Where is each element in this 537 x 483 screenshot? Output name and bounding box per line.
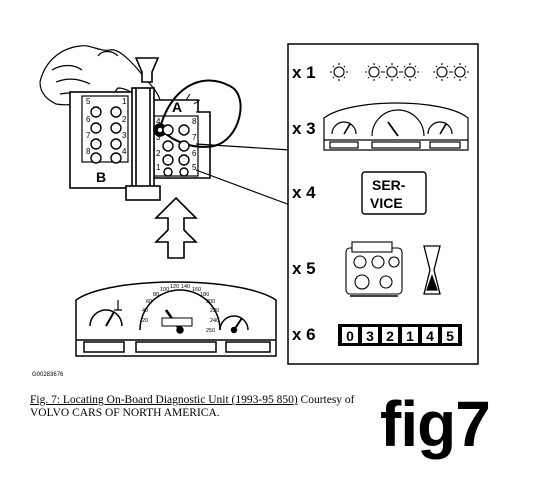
module-label-b: B [96,169,106,185]
fuel-gauge [89,309,123,327]
row-labels: x 1 x 3 x 4 x 5 x 6 [292,63,316,344]
odometer [338,324,462,346]
pin-number: 1 [122,97,127,106]
service-text-line2: VICE [370,195,403,211]
pin-number: 3 [122,131,127,140]
speed-tick: 180 [200,292,209,298]
pin-number: 5 [86,97,91,106]
row-label-x5: x 5 [292,259,316,278]
bulb-icon [330,63,348,81]
rpm-gauge [219,315,249,334]
speed-tick: 160 [192,287,201,293]
service-text-line1: SER- [372,177,406,193]
speed-tick: 220 [210,308,219,314]
figure-id: G00283676 [32,372,64,378]
pin-number: 1 [156,163,161,172]
left-block-numbers: 5 1 6 2 7 3 8 4 [86,97,127,156]
odometer-digit: 2 [386,328,394,344]
pin-number: 4 [156,117,161,126]
bulb-icon [401,63,419,81]
speed-tick: 80 [153,292,159,298]
odometer-digits: 0 3 2 1 4 5 [346,328,454,344]
row-label-x3: x 3 [292,119,316,138]
pin-number: 4 [122,147,127,156]
bulb-icon [433,63,451,81]
pin-number: 6 [192,149,197,158]
diagnostic-module [39,45,291,206]
pin-number: 5 [192,163,197,172]
engine-icon [345,241,403,297]
pin-number: 6 [86,115,91,124]
speed-tick: 40 [142,308,148,314]
hourglass-icon [423,245,441,295]
pin-number: 2 [156,149,161,158]
thermometer-icon [114,300,122,311]
speed-tick: 250 [206,328,215,334]
odometer-digit: 4 [426,328,434,344]
speedometer [139,289,221,334]
caption-link[interactable]: Fig. 7: Locating On-Board Diagnostic Uni… [30,394,298,406]
bulb-icon [451,63,469,81]
speed-tick: 120 [170,284,179,290]
odometer-digit: 3 [366,328,374,344]
figure-caption: Fig. 7: Locating On-Board Diagnostic Uni… [30,394,380,420]
speed-tick: 140 [181,284,190,290]
bulb-row [330,63,469,81]
pin-number: 7 [86,131,91,140]
row-label-x1: x 1 [292,63,316,82]
speed-tick: 20 [142,318,148,324]
diagnostic-illustration: B A 5 1 6 2 7 3 8 4 4 8 3 7 2 6 1 5 [32,43,479,378]
pin-number: 2 [122,115,127,124]
speed-tick: 240 [210,318,219,324]
caption-text: Courtesy of VOLVO CARS OF NORTH AMERICA. [30,394,355,419]
speed-tick: 60 [146,299,152,305]
row-label-x6: x 6 [292,325,316,344]
right-block-numbers: 4 8 3 7 2 6 1 5 [156,117,197,172]
mini-cluster [323,102,469,151]
module-label-a: A [172,99,182,115]
speed-tick: 200 [206,299,215,305]
odometer-digit: 5 [446,328,454,344]
odometer-digit: 0 [346,328,354,344]
figure-tag: fig7 [380,388,491,460]
pin-number: 3 [156,133,161,142]
pin-number: 8 [86,147,91,156]
speed-tick: 100 [160,287,169,293]
service-indicator: SER- VICE [361,171,427,215]
bulb-icon [383,63,401,81]
pin-number: 8 [192,117,197,126]
bulb-icon [365,63,383,81]
double-arrow-icon [154,196,198,259]
odometer-digit: 1 [406,328,414,344]
row-label-x4: x 4 [292,183,316,202]
pin-number: 7 [192,133,197,142]
speedometer-ticks: 20 40 60 80 100 120 140 160 180 200 220 … [142,284,219,334]
instrument-cluster [75,281,277,357]
